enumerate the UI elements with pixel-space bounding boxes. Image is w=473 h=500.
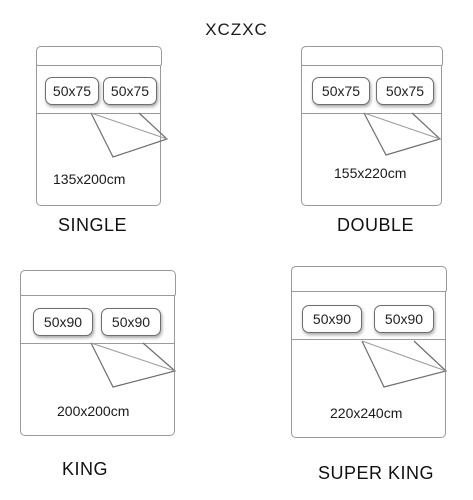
headboard bbox=[19, 269, 176, 296]
pillow-left: 50x75 bbox=[45, 77, 99, 105]
bed-name-king: KING bbox=[62, 459, 109, 479]
bed-diagram-single: 50x75 50x75 135x200cm bbox=[35, 45, 169, 206]
pillow-right: 50x75 bbox=[103, 77, 157, 105]
bed-dimensions: 135x200cm bbox=[53, 171, 126, 187]
bed-dimensions: 200x200cm bbox=[57, 403, 130, 419]
bed-name-super-king: SUPER KING bbox=[318, 463, 435, 483]
bed-diagram-king: 50x90 50x90 200x200cm bbox=[19, 269, 177, 436]
pillow-area bbox=[37, 67, 160, 114]
bed-name-double: DOUBLE bbox=[337, 215, 415, 235]
pillow-right: 50x90 bbox=[101, 308, 161, 336]
pillow-right: 50x90 bbox=[374, 305, 434, 333]
pillow-left: 50x90 bbox=[33, 308, 93, 336]
bed-diagram-super-king: 50x90 50x90 220x240cm bbox=[290, 265, 448, 438]
sheet-fold-corner bbox=[363, 112, 442, 156]
bed-name-single: SINGLE bbox=[58, 215, 128, 235]
headboard bbox=[300, 45, 443, 66]
sheet-fold-corner bbox=[361, 340, 448, 388]
pillow-area bbox=[292, 293, 445, 340]
brand-title: XCZXC bbox=[205, 20, 268, 39]
pillow-right: 50x75 bbox=[376, 77, 434, 105]
pillow-left: 50x90 bbox=[302, 305, 362, 333]
headboard bbox=[35, 45, 162, 66]
pillow-left: 50x75 bbox=[312, 77, 370, 105]
bed-dimensions: 220x240cm bbox=[330, 405, 403, 421]
bed-dimensions: 155x220cm bbox=[334, 165, 407, 181]
sheet-fold-corner bbox=[90, 112, 169, 158]
headboard bbox=[290, 265, 447, 292]
pillow-area bbox=[21, 297, 174, 344]
sheet-fold-corner bbox=[90, 342, 177, 388]
pillow-area bbox=[302, 67, 441, 114]
bed-diagram-double: 50x75 50x75 155x220cm bbox=[300, 45, 443, 206]
